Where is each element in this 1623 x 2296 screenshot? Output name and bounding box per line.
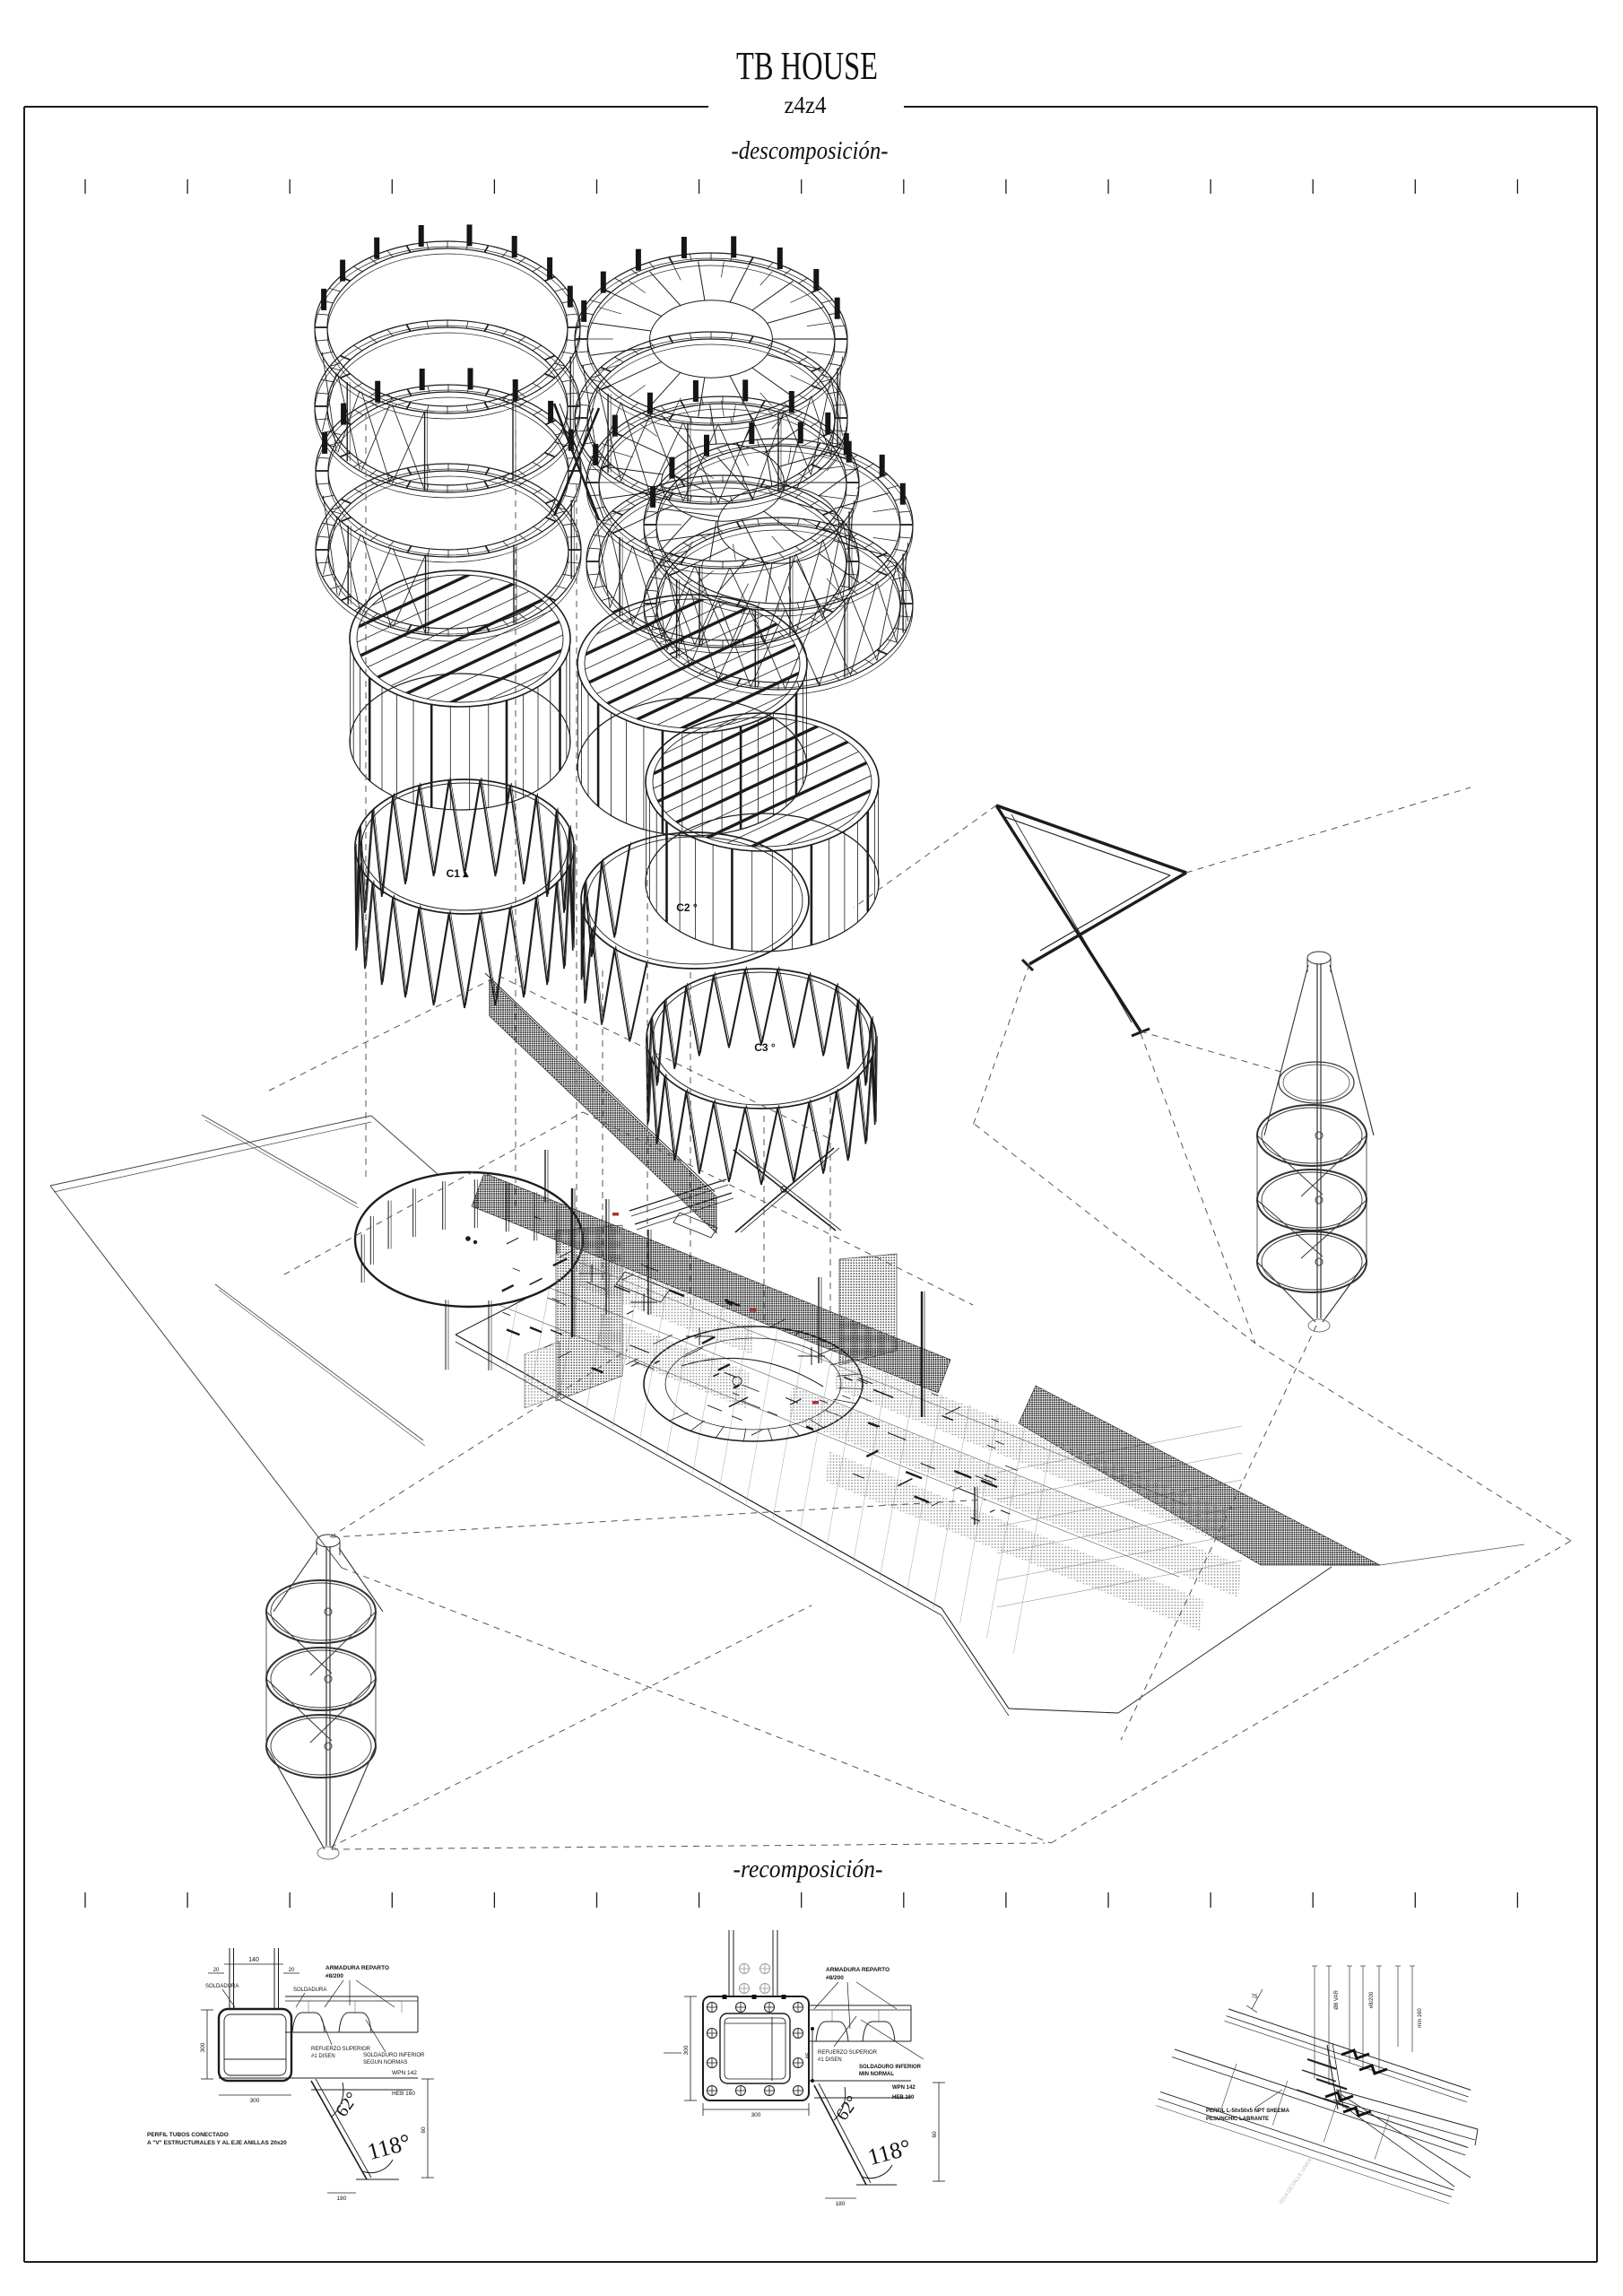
- svg-text:SOLDADURA: SOLDADURA: [293, 1987, 326, 1993]
- svg-text:#1 DISEN: #1 DISEN: [818, 2057, 842, 2063]
- svg-text:300: 300: [250, 2098, 260, 2104]
- svg-text:A "V" ESTRUCTURALES Y AL EJE A: A "V" ESTRUCTURALES Y AL EJE ANILLAS 20x…: [147, 2140, 287, 2146]
- svg-text:75: 75: [1252, 1995, 1258, 2000]
- svg-text:C1 ▴: C1 ▴: [447, 867, 470, 880]
- svg-text:SEGUN NORMAS: SEGUN NORMAS: [363, 2060, 407, 2066]
- svg-text:300: 300: [683, 2045, 690, 2055]
- svg-text:SOLDADURO INFERIOR: SOLDADURO INFERIOR: [859, 2065, 922, 2070]
- svg-text:PERFIL L-50x50x5 NPT SHEEMA: PERFIL L-50x50x5 NPT SHEEMA: [1206, 2109, 1290, 2114]
- svg-text:#8/200: #8/200: [826, 1975, 844, 1981]
- svg-text:#8/200: #8/200: [1369, 1991, 1375, 2008]
- svg-text:TB HOUSE: TB HOUSE: [736, 44, 878, 88]
- svg-text:z4z4: z4z4: [785, 91, 827, 118]
- svg-text:ARMADURA REPARTO: ARMADURA REPARTO: [325, 1965, 389, 1971]
- svg-text:180: 180: [836, 2201, 846, 2207]
- svg-text:180: 180: [337, 2196, 347, 2202]
- svg-text:C3 °: C3 °: [754, 1041, 776, 1054]
- svg-text:SOLDADURO INFERIOR: SOLDADURO INFERIOR: [363, 2053, 425, 2058]
- svg-text:20: 20: [213, 1968, 220, 1973]
- svg-text:MIN NORMAL: MIN NORMAL: [859, 2072, 894, 2077]
- svg-text:60: 60: [932, 2131, 938, 2138]
- svg-text:#1 DISEN: #1 DISEN: [311, 2054, 335, 2059]
- svg-text:PERFIL TUBOS CONECTADO: PERFIL TUBOS CONECTADO: [147, 2132, 229, 2138]
- svg-text:C2 °: C2 °: [676, 901, 698, 914]
- svg-text:-descomposición-: -descomposición-: [732, 136, 889, 165]
- svg-text:20: 20: [289, 1968, 295, 1973]
- svg-text:REFUERZO SUPERIOR: REFUERZO SUPERIOR: [818, 2050, 878, 2056]
- svg-text:min 160: min 160: [1418, 2008, 1423, 2028]
- svg-text:-recomposición-: -recomposición-: [733, 1855, 883, 1883]
- svg-text:140: 140: [248, 1957, 259, 1963]
- svg-text:#8/200: #8/200: [325, 1973, 343, 1979]
- svg-text:REFUERZO SUPERIOR: REFUERZO SUPERIOR: [311, 2047, 371, 2052]
- svg-text:ARMADURA REPARTO: ARMADURA REPARTO: [826, 1967, 890, 1973]
- svg-text:PESUNCHIC LABRANTE: PESUNCHIC LABRANTE: [1206, 2117, 1269, 2122]
- svg-text:Ø8 VAR: Ø8 VAR: [1334, 1990, 1340, 2010]
- svg-text:HEB 160: HEB 160: [392, 2091, 415, 2097]
- svg-text:300: 300: [751, 2112, 761, 2118]
- svg-text:HEB 160: HEB 160: [892, 2095, 915, 2100]
- svg-text:WPN 142: WPN 142: [392, 2070, 417, 2076]
- svg-text:85: 85: [806, 2052, 812, 2058]
- svg-text:WPN 142: WPN 142: [892, 2085, 916, 2091]
- svg-text:60: 60: [421, 2126, 427, 2134]
- svg-text:SOLDADURA: SOLDADURA: [205, 1984, 239, 1989]
- svg-text:300: 300: [200, 2042, 206, 2052]
